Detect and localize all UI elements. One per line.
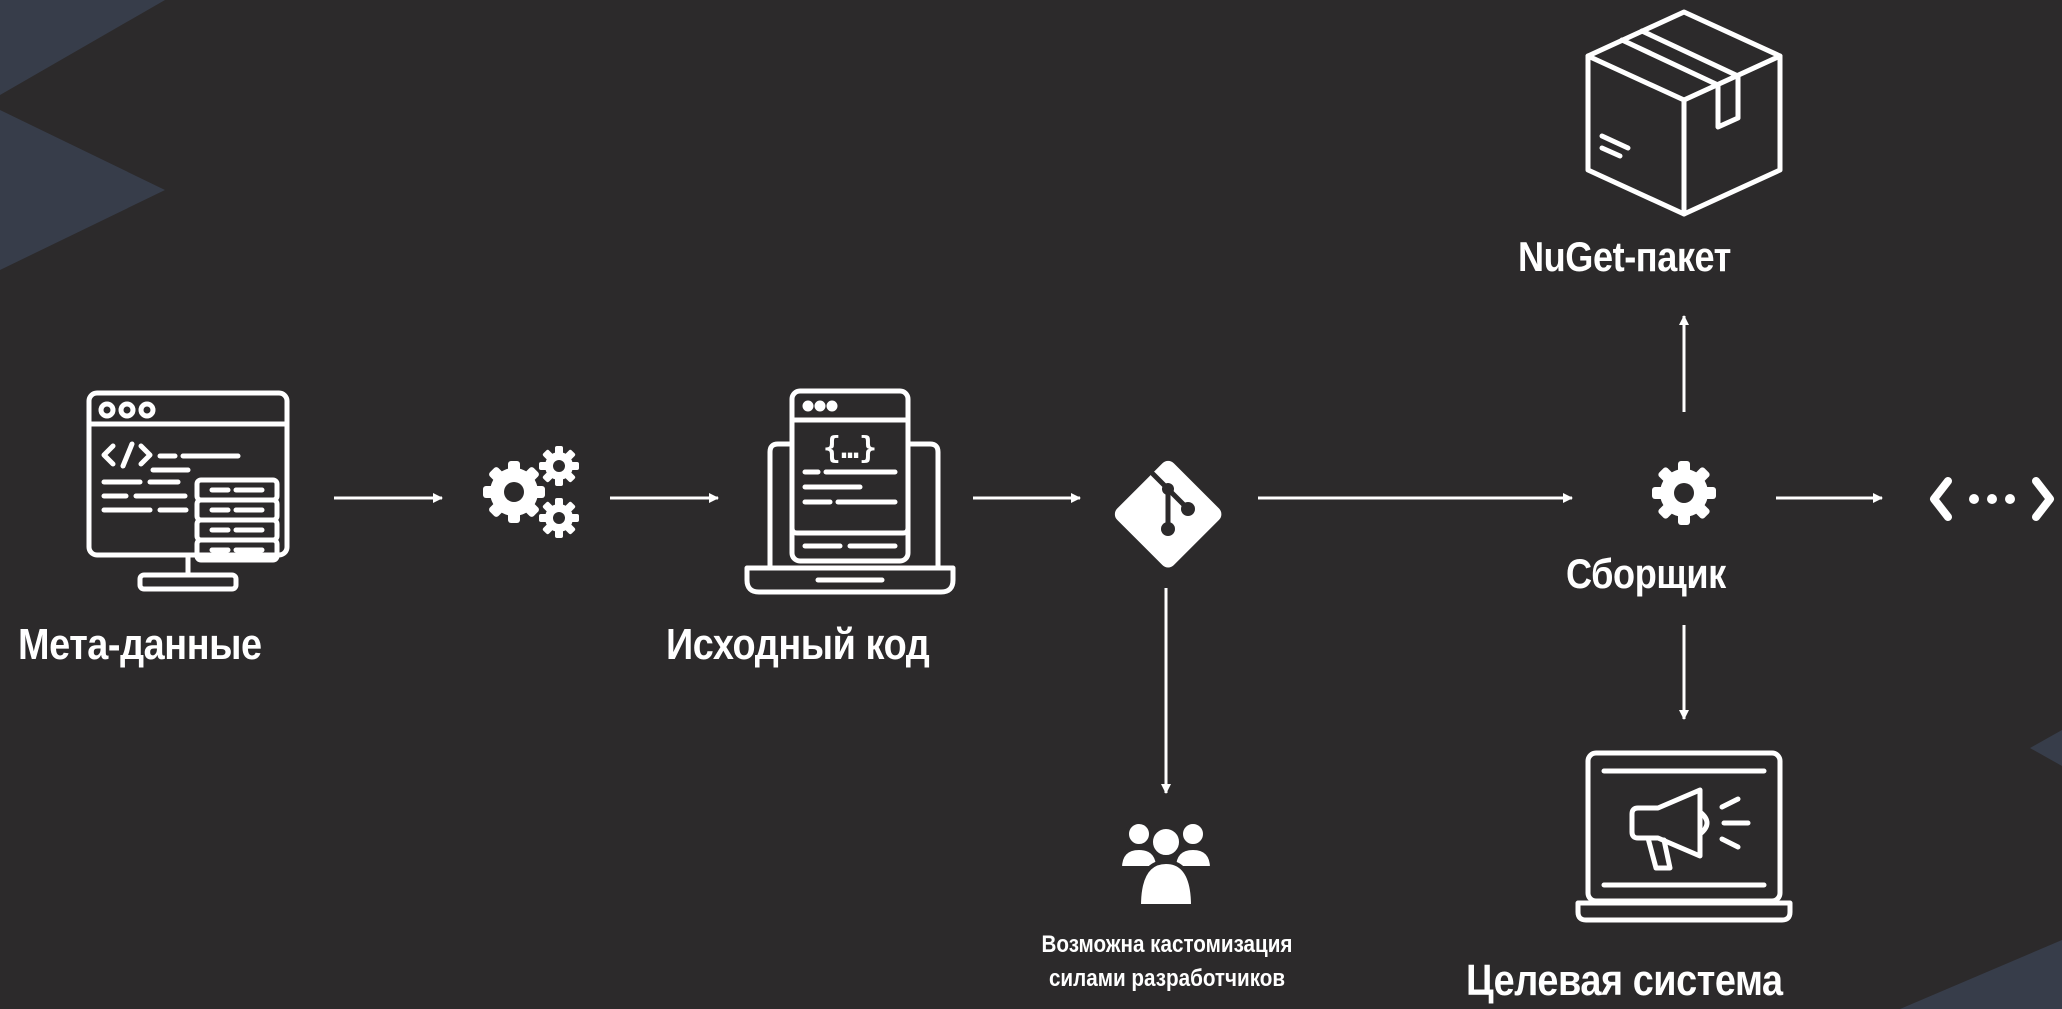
developers-note-line-2: силами разработчиков [1048,965,1286,992]
developers-note: Возможна кастомизация силами разработчик… [989,928,1345,996]
users-group-icon [1117,820,1215,908]
developers-note-line-1: Возможна кастомизация [1041,931,1293,958]
code-ellipsis-icon [1930,477,2054,521]
laptop-megaphone-icon [1575,750,1793,923]
package-box-icon [1585,9,1783,217]
nuget-label: NuGet-пакет [1518,233,1731,280]
metadata-label: Мета-данные [18,620,262,669]
laptop-code-icon: {…} [744,388,956,595]
source-code-label: Исходный код [666,620,930,669]
builder-label: Сборщик [1566,550,1726,597]
git-icon [1114,460,1222,568]
code-window-database-icon [86,390,290,592]
gears-icon [483,446,579,538]
svg-text:{…}: {…} [823,431,877,466]
target-system-label: Целевая система [1466,956,1783,1005]
gear-icon [1652,461,1716,525]
flow-arrows [334,315,1883,794]
